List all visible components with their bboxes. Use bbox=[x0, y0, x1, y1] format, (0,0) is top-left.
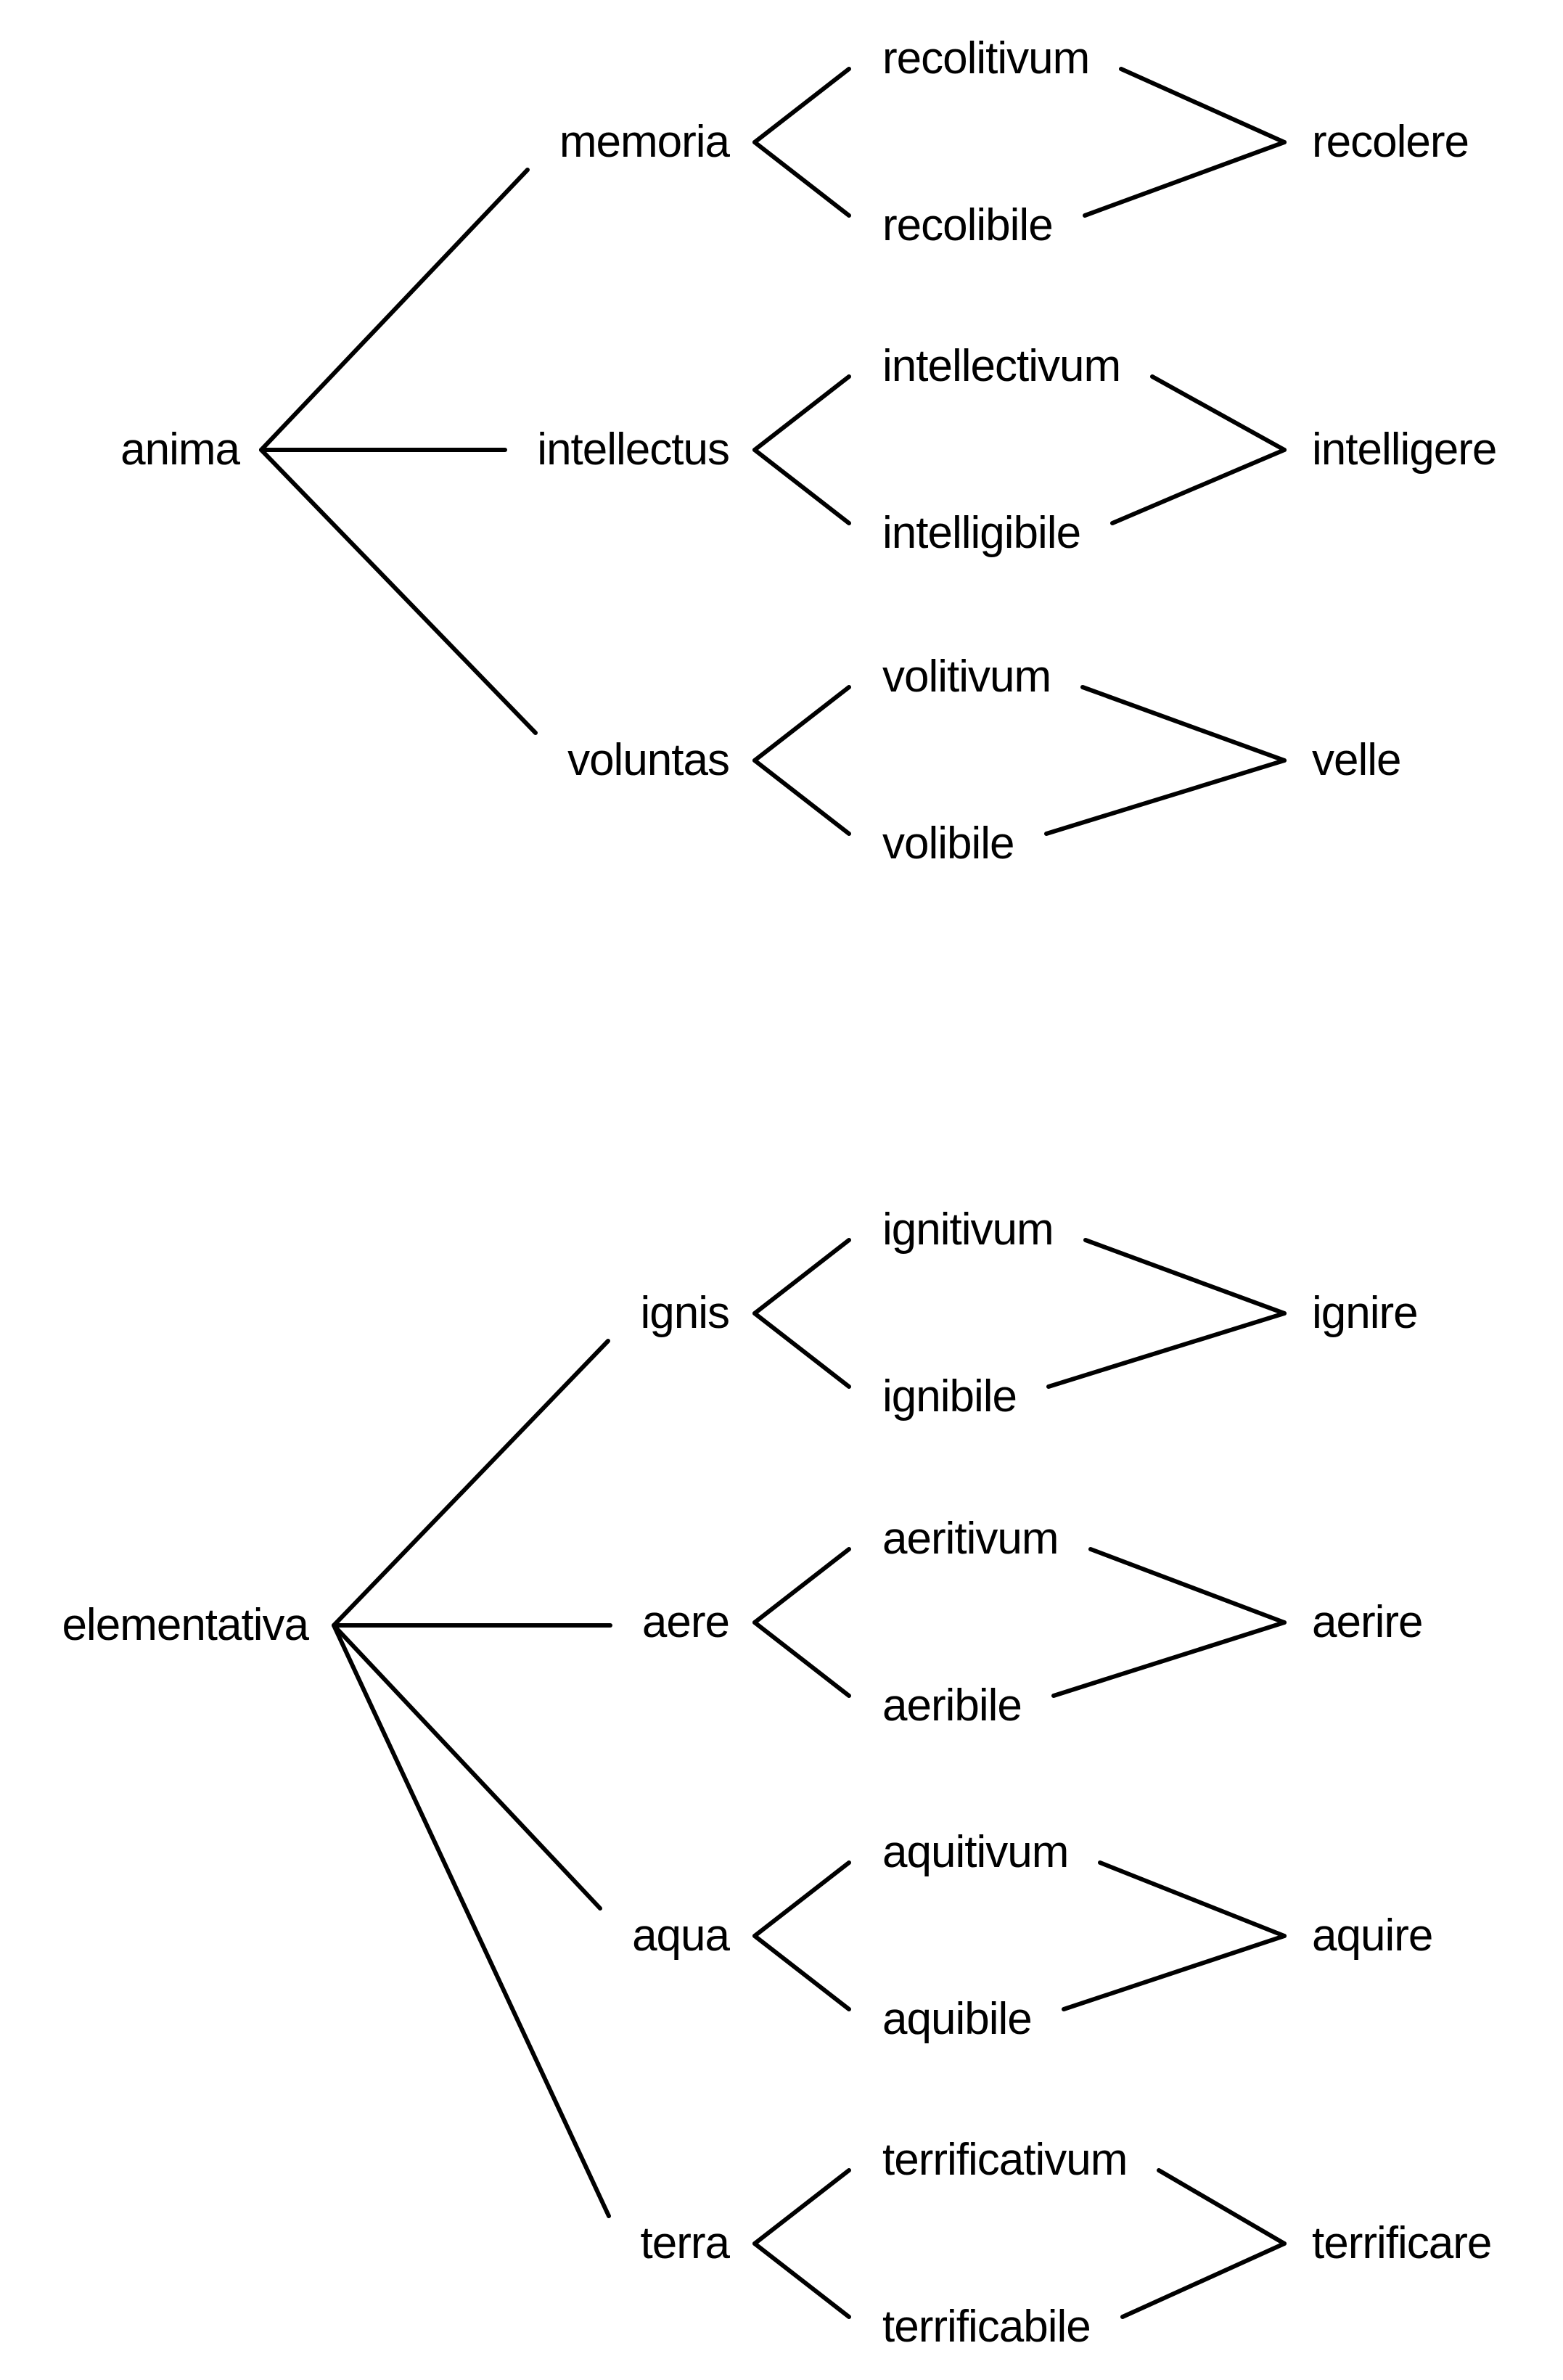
connector-line bbox=[752, 2168, 851, 2246]
connector-line bbox=[752, 67, 851, 144]
connector-line bbox=[1157, 2168, 1287, 2246]
connector-line bbox=[752, 448, 851, 525]
root-label: elementativa bbox=[62, 1600, 309, 1650]
passive-form-label: aeribile bbox=[882, 1681, 1022, 1731]
active-form-label: recolitivum bbox=[882, 33, 1090, 83]
connector-line bbox=[1110, 448, 1287, 525]
act-label: recolere bbox=[1312, 117, 1469, 167]
passive-form-label: intelligibile bbox=[882, 508, 1081, 558]
connector-line bbox=[1119, 67, 1287, 144]
connector-line bbox=[259, 168, 530, 452]
connector-line bbox=[752, 758, 851, 836]
passive-form-label: ignibile bbox=[882, 1371, 1017, 1421]
connector-line bbox=[752, 685, 851, 763]
connector-line bbox=[752, 1934, 851, 2011]
passive-form-label: aquibile bbox=[882, 1994, 1033, 2044]
active-form-label: ignitivum bbox=[882, 1205, 1054, 1255]
connector-line bbox=[1083, 140, 1287, 218]
faculty-label: intellectus bbox=[537, 424, 730, 475]
connector-line bbox=[1046, 1311, 1287, 1389]
active-form-label: aquitivum bbox=[882, 1827, 1069, 1877]
connector-line bbox=[259, 448, 538, 735]
passive-form-label: terrificabile bbox=[882, 2302, 1091, 2352]
connector-line bbox=[332, 1623, 611, 2218]
connector-line bbox=[752, 1547, 851, 1625]
act-label: terrificare bbox=[1312, 2218, 1492, 2268]
passive-form-label: recolibile bbox=[882, 200, 1054, 250]
connector-line bbox=[1080, 685, 1287, 763]
connector-line bbox=[332, 1339, 610, 1628]
connector-line bbox=[332, 1623, 602, 1911]
active-form-label: intellectivum bbox=[882, 341, 1121, 391]
connector-line bbox=[1083, 1238, 1287, 1316]
connector-line bbox=[1098, 1860, 1287, 1938]
connector-line bbox=[1088, 1547, 1287, 1625]
connector-line bbox=[1062, 1934, 1287, 2011]
connector-line bbox=[752, 1620, 851, 1698]
act-label: aerire bbox=[1312, 1597, 1424, 1647]
act-label: ignire bbox=[1312, 1288, 1419, 1338]
connector-line bbox=[752, 1238, 851, 1316]
act-label: aquire bbox=[1312, 1911, 1433, 1961]
root-label: anima bbox=[120, 424, 240, 475]
connector-line bbox=[752, 374, 851, 452]
faculty-label: terra bbox=[640, 2218, 730, 2268]
connector-line bbox=[752, 140, 851, 218]
faculty-label: aere bbox=[641, 1597, 730, 1647]
active-form-label: aeritivum bbox=[882, 1514, 1059, 1564]
act-label: intelligere bbox=[1312, 424, 1497, 475]
faculty-label: voluntas bbox=[567, 735, 730, 785]
passive-form-label: volibile bbox=[882, 818, 1015, 869]
connector-line bbox=[1044, 758, 1287, 836]
connector-line bbox=[752, 1860, 851, 1938]
faculty-label: ignis bbox=[640, 1288, 730, 1338]
faculty-label: aqua bbox=[632, 1911, 730, 1961]
active-form-label: volitivum bbox=[882, 652, 1051, 702]
connector-line bbox=[1051, 1620, 1287, 1698]
faculty-label: memoria bbox=[559, 117, 730, 167]
connector-line bbox=[752, 2241, 851, 2319]
act-label: velle bbox=[1312, 735, 1402, 785]
connector-line bbox=[1150, 374, 1287, 452]
connector-line bbox=[752, 1311, 851, 1389]
active-form-label: terrificativum bbox=[882, 2135, 1128, 2185]
connector-line bbox=[1120, 2241, 1287, 2319]
